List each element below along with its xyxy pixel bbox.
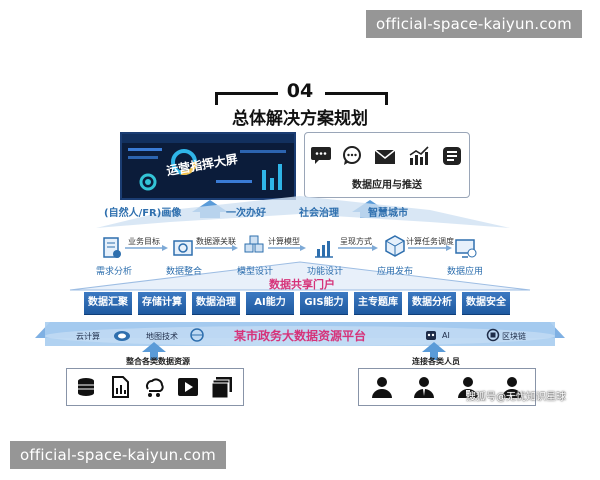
capability-data-analysis: 数据分析 bbox=[408, 292, 456, 314]
label-social-governance: 社会治理 bbox=[299, 208, 339, 219]
capability-gis: GIS能力 bbox=[300, 292, 348, 314]
watermark-top: official-space-kaiyun.com bbox=[366, 10, 582, 38]
map-globe-icon bbox=[190, 328, 204, 342]
data-app-monitor-icon bbox=[455, 239, 477, 258]
capability-data-security: 数据安全 bbox=[462, 292, 510, 314]
data-sharing-portal-label: 数据共享门户 bbox=[269, 278, 335, 291]
person-user-icon bbox=[502, 377, 522, 398]
people-box bbox=[358, 368, 536, 406]
platform-blockchain: 区块链 bbox=[502, 332, 526, 341]
step-requirement-analysis: 需求分析 bbox=[96, 267, 133, 277]
data-application-label: 数据应用与推送 bbox=[352, 180, 422, 191]
connector-presentation: 呈现方式 bbox=[340, 237, 372, 246]
data-integration-icon bbox=[173, 240, 193, 256]
requirement-doc-icon bbox=[103, 237, 121, 258]
title-bracket-right bbox=[325, 92, 388, 105]
model-cubes-icon bbox=[244, 235, 264, 253]
label-one-stop: 一次办好 bbox=[226, 208, 266, 219]
dashboard-graphics bbox=[122, 134, 294, 191]
connector-source-link: 数据源关联 bbox=[196, 237, 236, 246]
step-data-application: 数据应用 bbox=[447, 267, 484, 277]
publish-cube-icon bbox=[385, 235, 405, 257]
integrate-data-label: 整合各类数据资源 bbox=[126, 357, 190, 366]
connect-people-label: 连接各类人员 bbox=[412, 357, 460, 366]
label-smart-city: 智慧城市 bbox=[368, 208, 408, 219]
ai-robot-icon bbox=[426, 331, 436, 340]
video-play-icon bbox=[178, 378, 198, 396]
step-data-integration: 数据整合 bbox=[166, 267, 203, 277]
step-function-design: 功能设计 bbox=[307, 267, 344, 277]
watermark-bottom: official-space-kaiyun.com bbox=[10, 441, 226, 469]
capability-storage-compute: 存储计算 bbox=[138, 292, 186, 314]
database-icon bbox=[78, 378, 94, 396]
capability-data-aggregation: 数据汇聚 bbox=[84, 292, 132, 314]
trend-chart-icon bbox=[409, 146, 429, 165]
person-suit-icon bbox=[414, 377, 434, 398]
source-watermark: 搜狐号@无忧知识星球 bbox=[466, 392, 566, 403]
step-model-design: 模型设计 bbox=[237, 267, 274, 277]
platform-label: 某市政务大数据资源平台 bbox=[233, 329, 366, 343]
blockchain-icon bbox=[486, 328, 500, 342]
cloud-icon bbox=[114, 331, 130, 341]
capability-ai: AI能力 bbox=[246, 292, 294, 314]
connector-task-scheduling: 计算任务调度 bbox=[406, 237, 454, 246]
person-icon bbox=[372, 377, 392, 398]
capability-thematic-db: 主专题库 bbox=[354, 292, 402, 314]
connector-business-goal: 业务目标 bbox=[128, 237, 160, 246]
chat-icon bbox=[311, 147, 331, 164]
data-resources-box bbox=[66, 368, 244, 406]
person-worker-icon bbox=[458, 377, 478, 398]
platform-ai: AI bbox=[442, 331, 450, 340]
title-bracket-left bbox=[215, 92, 278, 105]
label-profile: (自然人/FR)画像 bbox=[104, 208, 182, 219]
document-icon bbox=[443, 147, 461, 165]
capability-data-governance: 数据治理 bbox=[192, 292, 240, 314]
cloud-network-icon bbox=[146, 378, 164, 397]
mail-icon bbox=[374, 149, 396, 164]
data-application-box: 数据应用与推送 bbox=[304, 132, 470, 198]
page-title: 总体解决方案规划 bbox=[232, 109, 368, 129]
image-stack-icon bbox=[211, 377, 232, 398]
dashboard-screen: 运营指挥大屏 bbox=[120, 132, 296, 200]
title-number: 04 bbox=[286, 80, 314, 102]
platform-map-tech: 地图技术 bbox=[146, 332, 178, 341]
step-app-release: 应用发布 bbox=[377, 267, 414, 277]
function-chart-icon bbox=[315, 241, 333, 258]
message-bubble-icon bbox=[343, 146, 361, 165]
platform-cloud-computing: 云计算 bbox=[76, 332, 100, 341]
connector-compute-model: 计算模型 bbox=[268, 237, 300, 246]
file-chart-icon bbox=[112, 376, 129, 398]
